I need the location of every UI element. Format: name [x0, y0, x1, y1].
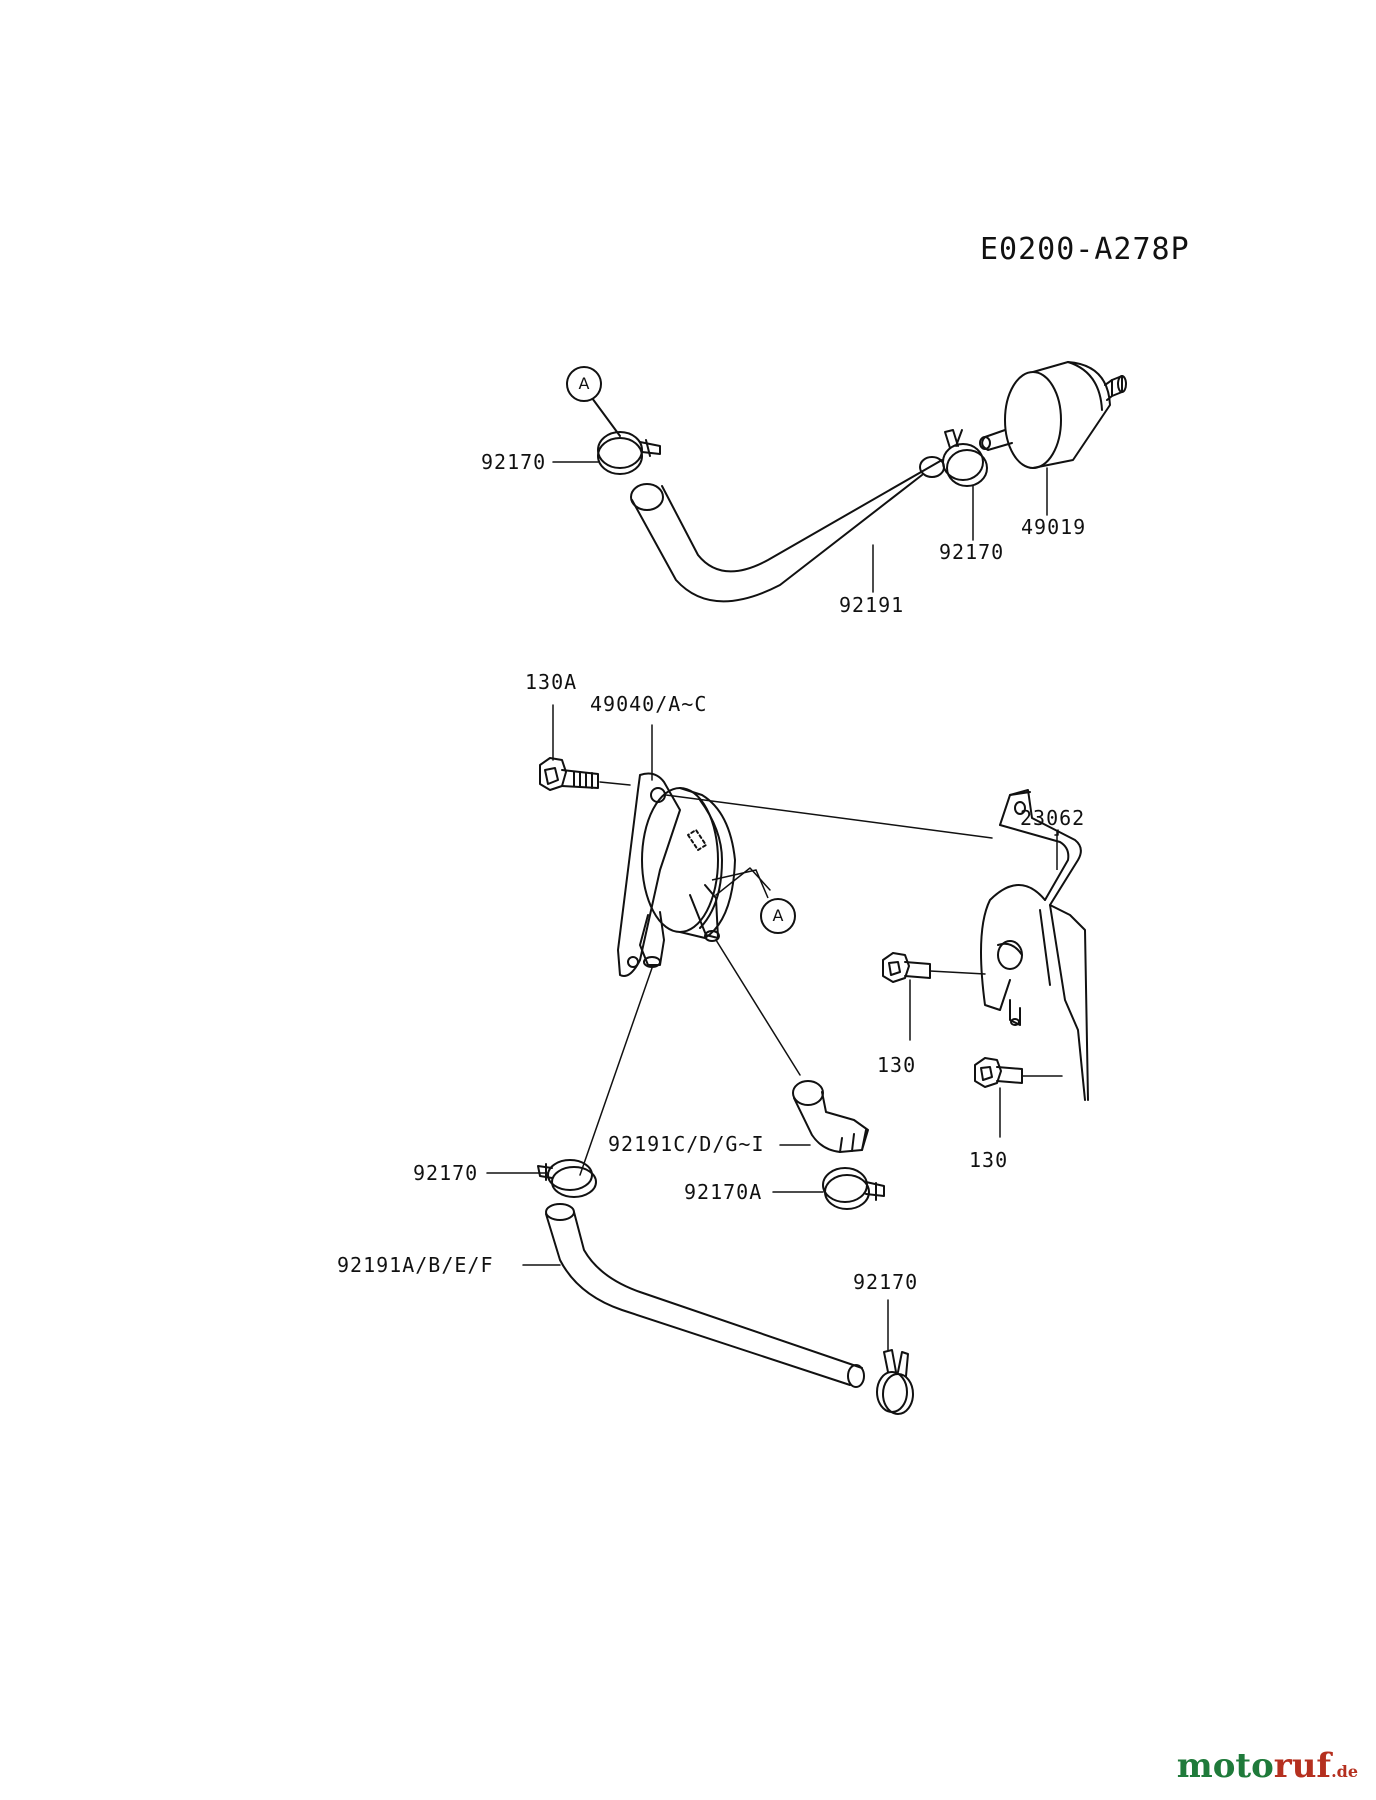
bracket	[980, 789, 1089, 1101]
label-clamp-upper-left: 92170	[481, 450, 547, 474]
label-hose-lower: 92191A/B/E/F	[337, 1253, 494, 1277]
hose-lower	[545, 1203, 865, 1388]
label-filter: 49019	[1021, 515, 1087, 539]
brand-suffix: .de	[1331, 1762, 1358, 1781]
label-bolt-130-upper: 130	[877, 1053, 917, 1077]
callout-a-upper: A	[566, 366, 602, 402]
clamp-upper-mid	[942, 429, 988, 487]
brand-part1: moto	[1176, 1746, 1274, 1786]
label-pump: 49040/A~C	[590, 692, 708, 716]
callout-a-upper-leader	[591, 397, 621, 437]
bolt-130-upper	[882, 952, 931, 983]
label-bolt-130-lower: 130	[969, 1148, 1009, 1172]
clamp-lower-right	[876, 1349, 914, 1415]
fuel-filter	[979, 361, 1127, 469]
bolt-130a	[539, 757, 599, 791]
clamp-upper-left	[597, 431, 661, 475]
label-bracket: 23062	[1020, 806, 1086, 830]
hose-upper	[630, 456, 945, 603]
callout-a-lower-leader	[711, 869, 769, 899]
brand-part2: ruf	[1273, 1746, 1332, 1786]
hose-elbow	[792, 1080, 869, 1153]
brand-logo: motoruf.de	[1177, 1746, 1358, 1786]
callout-a-lower: A	[760, 898, 796, 934]
label-bolt-130a: 130A	[525, 670, 578, 694]
label-clamp-lower-right: 92170	[853, 1270, 919, 1294]
label-clamp-upper-mid: 92170	[939, 540, 1005, 564]
label-hose-upper: 92191	[839, 593, 905, 617]
bolt-130-lower	[974, 1057, 1023, 1088]
label-clamp-lower-left: 92170	[413, 1161, 479, 1185]
label-hose-elbow: 92191C/D/G~I	[608, 1132, 765, 1156]
diagram-code: E0200-A278P	[980, 232, 1190, 267]
label-leaders	[486, 461, 1059, 1351]
clamp-lower-left	[537, 1159, 597, 1198]
leader-lines	[579, 781, 1063, 1176]
label-clamp-a: 92170A	[684, 1180, 763, 1204]
bracket-leader	[1056, 830, 1058, 870]
fuel-pump	[617, 772, 736, 977]
clamp-a	[822, 1167, 885, 1210]
